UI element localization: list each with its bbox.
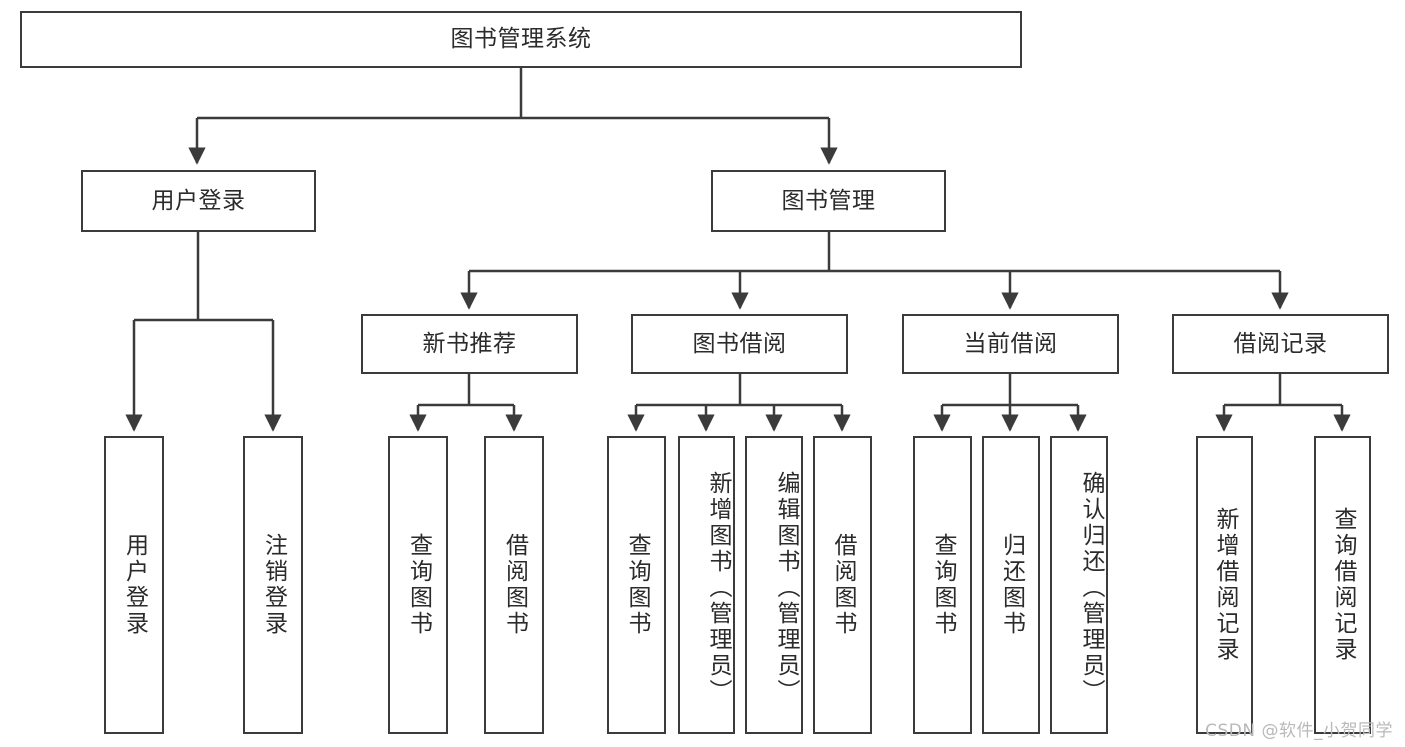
leaf-query-book-current[interactable]: 查询图书 — [913, 436, 972, 734]
node-book-management[interactable]: 图书管理 — [711, 170, 946, 232]
node-book-borrow[interactable]: 图书借阅 — [631, 314, 848, 374]
watermark-csdn: CSDN @软件_小贺同学 — [1205, 721, 1393, 741]
node-user-login[interactable]: 用户登录 — [81, 170, 316, 232]
leaf-return-book[interactable]: 归还图书 — [982, 436, 1040, 734]
leaf-borrow-book-borrow[interactable]: 借阅图书 — [813, 436, 872, 734]
leaf-logout-login[interactable]: 注销登录 — [243, 436, 303, 734]
leaf-query-borrow-record[interactable]: 查询借阅记录 — [1314, 436, 1371, 734]
node-borrow-record[interactable]: 借阅记录 — [1172, 314, 1389, 374]
node-current-borrow[interactable]: 当前借阅 — [902, 314, 1119, 374]
leaf-borrow-book-recommend[interactable]: 借阅图书 — [484, 436, 544, 734]
leaf-edit-book[interactable]: 编辑图书（管理员） — [745, 436, 803, 734]
leaf-add-book[interactable]: 新增图书（管理员） — [678, 436, 735, 734]
leaf-add-borrow-record[interactable]: 新增借阅记录 — [1196, 436, 1253, 734]
node-new-book-recommend[interactable]: 新书推荐 — [361, 314, 578, 374]
leaf-user-login[interactable]: 用户登录 — [104, 436, 164, 734]
leaf-query-book-recommend[interactable]: 查询图书 — [388, 436, 448, 734]
leaf-confirm-return[interactable]: 确认归还（管理员） — [1050, 436, 1108, 734]
node-root[interactable]: 图书管理系统 — [20, 11, 1022, 68]
leaf-query-book-borrow[interactable]: 查询图书 — [607, 436, 666, 734]
